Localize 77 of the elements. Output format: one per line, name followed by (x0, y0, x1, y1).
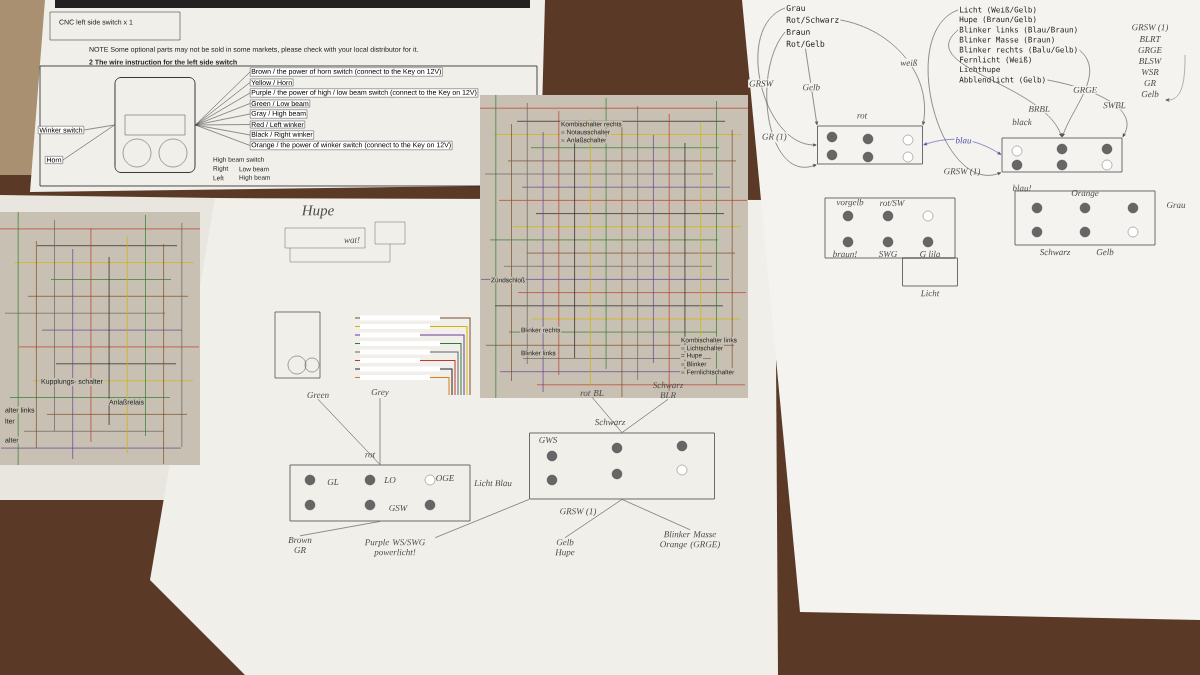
edge-label: BRBL (1027, 104, 1051, 113)
switch-drawing (114, 77, 196, 173)
connector-line (195, 124, 251, 126)
connector-block (289, 464, 471, 522)
pin-label: rot/SW (880, 199, 906, 207)
arrow (948, 29, 1063, 138)
handwritten-note: blau! (1012, 184, 1032, 192)
pin-label: GRSW (1) (944, 167, 981, 177)
connector-line (195, 124, 251, 146)
wire-list-entry: Grau (786, 4, 805, 11)
pin-label: GL (327, 479, 339, 485)
edge-label: Gelb (801, 82, 822, 92)
handwritten-note: GR (1144, 79, 1156, 86)
connector-line (379, 397, 381, 465)
handwritten-note: Blinker Masse Orange (GRGE) (660, 530, 720, 550)
connector-block (817, 125, 923, 165)
handwritten-note: Gelb (1141, 90, 1159, 98)
pin-label: GWS (539, 436, 558, 444)
handwritten-note: rot (365, 452, 376, 458)
wire-list-entry: Braun (786, 29, 810, 35)
handwritten-note: GRSW (1) (1132, 23, 1169, 33)
connector-line (195, 103, 251, 126)
handwritten-note: Brown GR (288, 537, 312, 553)
handwritten-note: Hupe (301, 205, 334, 219)
pin-label: GRSW (1) (560, 507, 597, 517)
connector-line (564, 499, 623, 538)
connector-block (1001, 137, 1123, 173)
pin-label: SWG (878, 250, 898, 258)
handwritten-note: BLSW (1138, 57, 1162, 65)
pin-label: vorgelb (836, 198, 864, 208)
arrow (923, 139, 1002, 155)
connector-line (434, 499, 530, 538)
handwritten-note: rot BL (580, 390, 604, 396)
pin-label: GSW (389, 504, 408, 512)
connector-line (195, 71, 251, 126)
connector-line (195, 82, 251, 126)
handwritten-note: GRGE (1138, 46, 1162, 53)
connector-block (1014, 190, 1156, 246)
pin-label: G lila (920, 250, 941, 258)
handwritten-note: WSR (1141, 68, 1159, 76)
connector-block (824, 197, 956, 259)
handwritten-note: Green (307, 391, 329, 399)
arrow (1061, 49, 1090, 138)
wire-list-entry: Rot/Schwarz (786, 16, 839, 24)
wire-list-entry: Rot/Gelb (786, 40, 825, 48)
arrow (840, 19, 926, 126)
handwritten-note: wat! (344, 237, 360, 243)
handwritten-note: Schwarz BLR (652, 381, 684, 399)
node-label: Licht (920, 289, 940, 297)
pin-label: braun! (833, 250, 857, 258)
edge-label: weiß (899, 58, 919, 67)
connector-line (621, 499, 691, 530)
connector-block (529, 432, 715, 500)
handwritten-note: Purple WS/SWG powerlicht! (364, 538, 426, 558)
arrow (757, 7, 817, 147)
arrow (927, 9, 1002, 176)
arrow (766, 31, 817, 168)
pin-label: LO (384, 476, 396, 484)
connector-line (62, 124, 115, 161)
connector-line (195, 92, 251, 126)
connector-line (621, 399, 669, 433)
edge-label: GRSW (748, 79, 775, 88)
pin-label: OGE (436, 474, 455, 482)
arrow (805, 48, 818, 126)
handwritten-note: Grey (371, 389, 389, 397)
handwritten-note: Orange (1071, 190, 1099, 198)
handwritten-note: Gelb Hupe (555, 538, 575, 558)
connector-line (591, 396, 623, 433)
connector-line (299, 521, 381, 537)
edge-label: GR (1) (760, 132, 788, 143)
edge-label: blau (954, 136, 973, 145)
connector-line (317, 398, 381, 465)
edge-label: GRGE (1072, 85, 1099, 94)
edge-label: SWBL (1102, 101, 1127, 110)
connector-block: Licht (902, 257, 958, 297)
connector-line (83, 124, 115, 131)
handwritten-note: BLRT (1139, 36, 1162, 42)
